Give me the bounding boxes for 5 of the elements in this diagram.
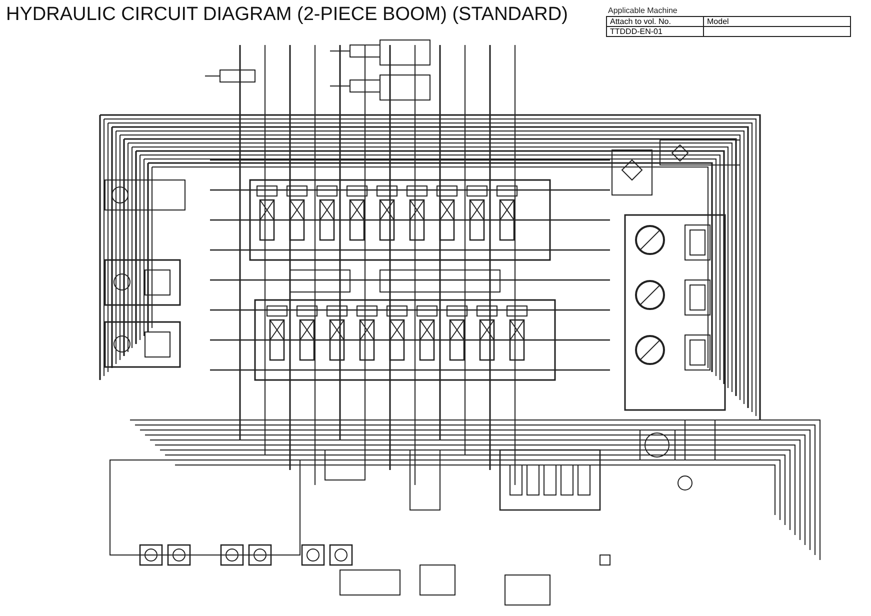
header-label: Applicable Machine	[608, 6, 678, 15]
diagram-title: HYDRAULIC CIRCUIT DIAGRAM (2-PIECE BOOM) (STANDARD)	[6, 4, 568, 26]
table-header: Attach to vol. No.	[606, 16, 704, 26]
table-value: TTDDD-EN-01	[606, 26, 704, 36]
table-header: Model	[704, 16, 850, 26]
